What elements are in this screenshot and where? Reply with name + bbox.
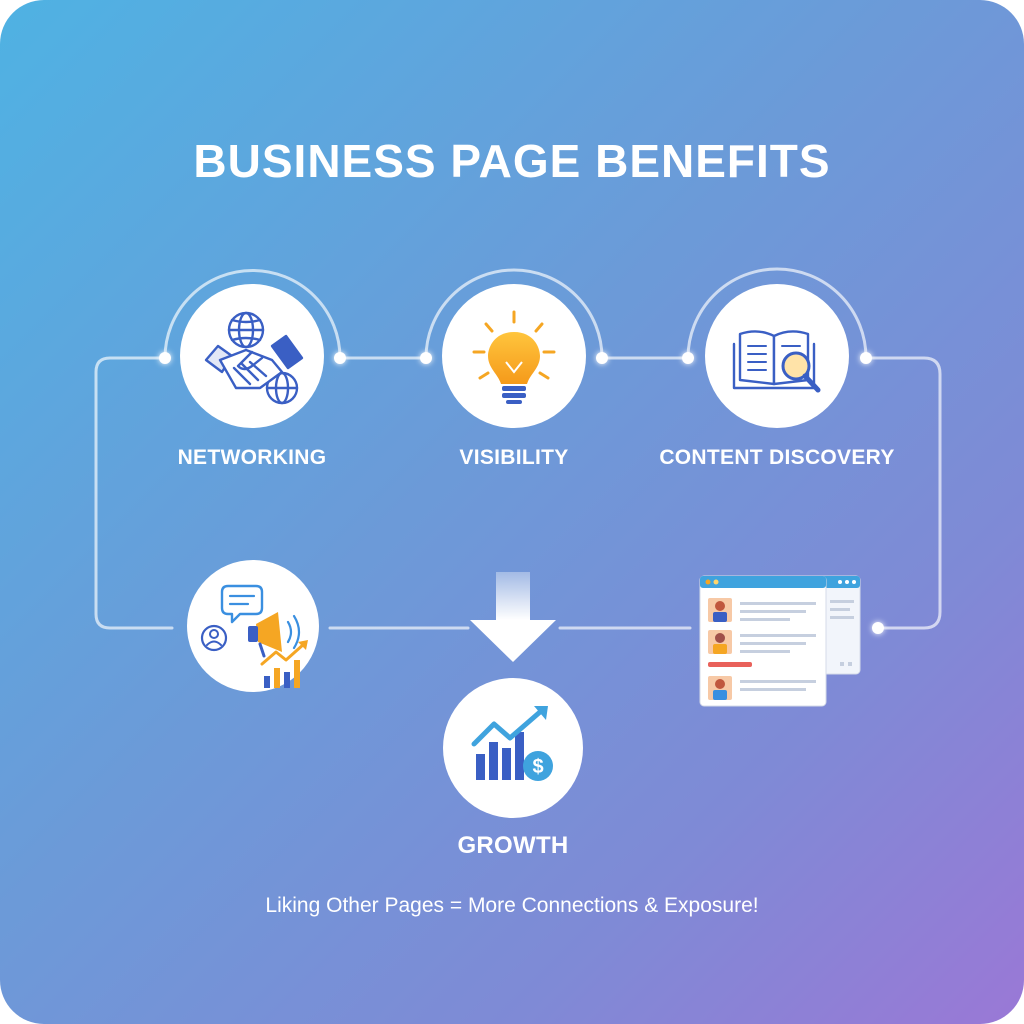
growth-chart-dollar-icon: $ — [471, 706, 553, 781]
down-arrow-icon — [470, 572, 556, 662]
label-networking: NETWORKING — [177, 446, 327, 469]
left-loop-line — [94, 356, 174, 630]
label-visibility: VISIBILITY — [459, 446, 569, 469]
book-magnifier-icon — [732, 330, 821, 393]
profile-pages-icon — [699, 575, 861, 707]
right-loop-line — [864, 356, 942, 630]
label-growth: GROWTH — [457, 832, 569, 859]
page-title: BUSINESS PAGE BENEFITS — [193, 135, 831, 187]
arc-content — [686, 267, 868, 360]
connector-lines — [94, 267, 942, 630]
handshake-globe-icon — [204, 311, 304, 405]
megaphone-chat-icon — [200, 584, 308, 688]
svg-text:$: $ — [532, 756, 543, 778]
tagline: Liking Other Pages = More Connections & … — [265, 894, 759, 917]
label-content-discovery: CONTENT DISCOVERY — [659, 446, 895, 469]
connector-dots — [159, 352, 884, 634]
lightbulb-icon — [472, 310, 556, 404]
arc-visibility — [424, 268, 604, 360]
node-growth — [443, 678, 583, 818]
arc-networking — [163, 269, 342, 360]
